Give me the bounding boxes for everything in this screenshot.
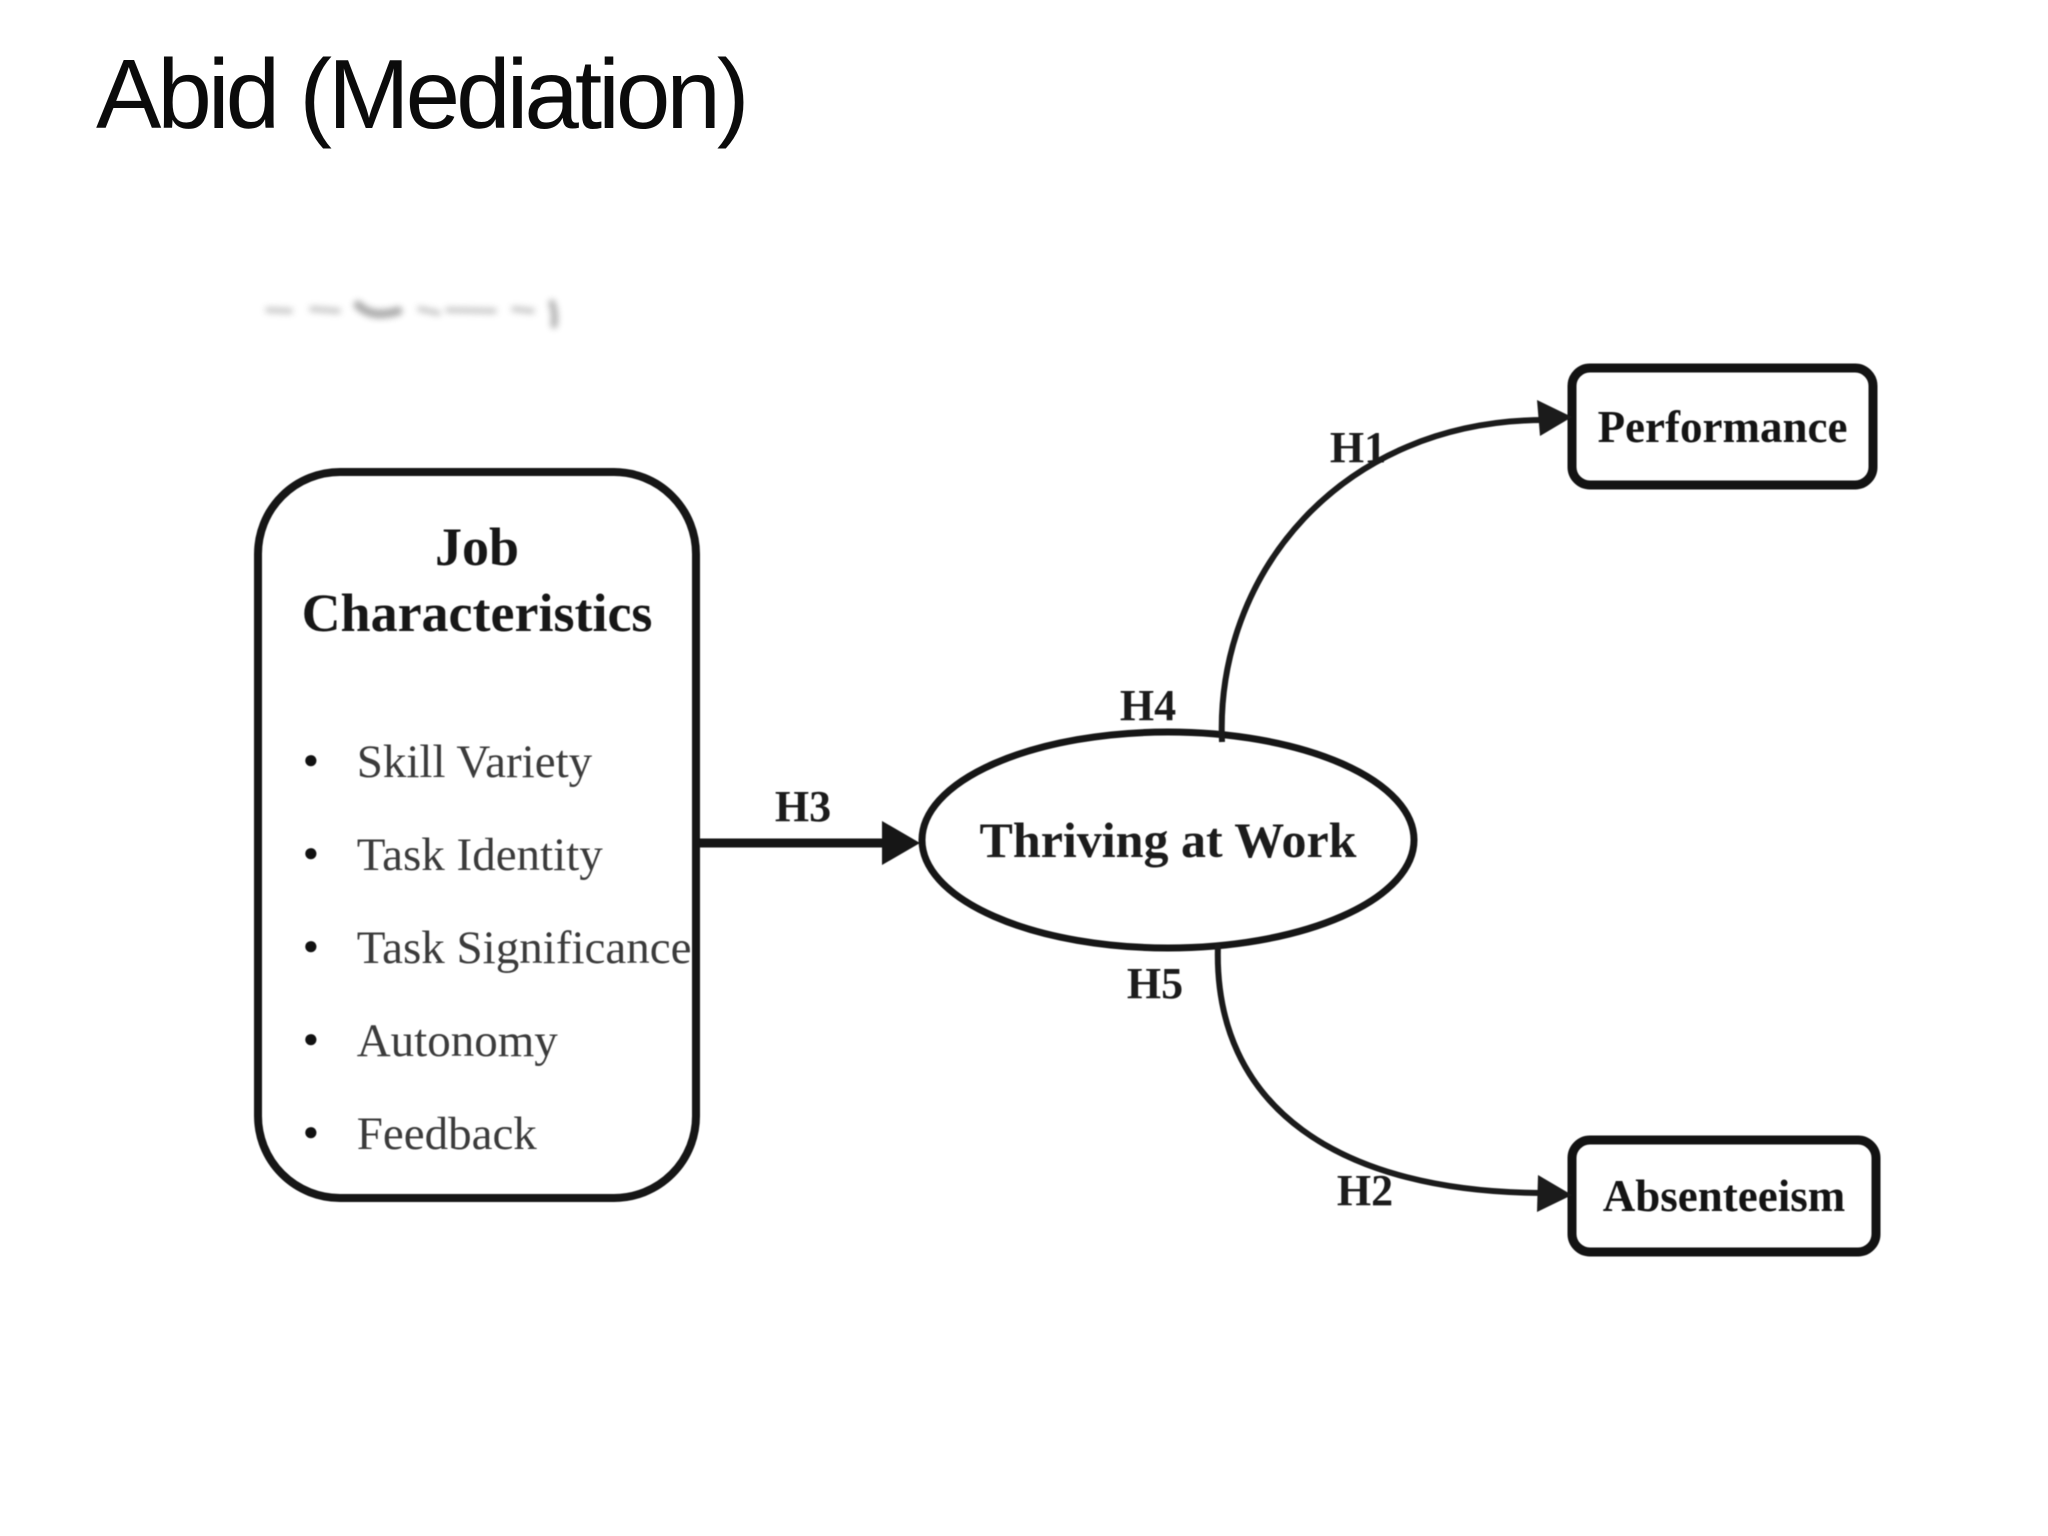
h2-label: H2 <box>1336 1165 1394 1215</box>
list-item-label: Skill Variety <box>356 735 593 788</box>
list-item-label: Task Significance <box>356 921 692 974</box>
list-item-label: Feedback <box>356 1107 537 1160</box>
bullet-icon: ● <box>303 837 319 867</box>
absenteeism-label: Absenteeism <box>1602 1171 1846 1221</box>
h2-arrowhead-icon <box>1537 1175 1572 1212</box>
list-item: ● Skill Variety <box>303 715 691 808</box>
list-item: ● Task Significance <box>303 901 691 994</box>
h3-label: H3 <box>774 781 832 831</box>
h5-label: H5 <box>1126 958 1184 1008</box>
bullet-icon: ● <box>303 744 319 774</box>
performance-box <box>1567 363 1878 490</box>
performance-label: Performance <box>1597 401 1848 452</box>
h1-arrow-curve <box>1218 417 1546 743</box>
job-characteristics-title: Job Characteristics <box>301 517 653 643</box>
absenteeism-box <box>1567 1135 1881 1257</box>
scan-artifact <box>265 299 559 329</box>
list-item: ● Autonomy <box>303 994 691 1087</box>
list-item-label: Task Identity <box>356 828 603 881</box>
slide-title: Abid (Mediation) <box>96 39 750 149</box>
h1-label: H1 <box>1329 422 1387 472</box>
mediator-label: Thriving at Work <box>979 812 1357 868</box>
list-item: ● Feedback <box>303 1087 691 1180</box>
job-characteristics-box <box>254 468 700 1202</box>
bullet-icon: ● <box>303 1023 319 1053</box>
bullet-icon: ● <box>303 1116 319 1146</box>
h1-arrowhead-icon <box>1537 400 1572 436</box>
list-item-label: Autonomy <box>356 1014 558 1067</box>
bullet-icon: ● <box>303 930 319 960</box>
thriving-at-work-ellipse <box>918 728 1418 952</box>
list-item: ● Task Identity <box>303 808 691 901</box>
h4-label: H4 <box>1119 680 1177 730</box>
job-characteristics-list: ● Skill Variety ● Task Identity ● Task S… <box>303 715 691 1180</box>
h2-arrow-curve <box>1214 943 1546 1196</box>
h3-arrowhead-icon <box>882 821 920 865</box>
